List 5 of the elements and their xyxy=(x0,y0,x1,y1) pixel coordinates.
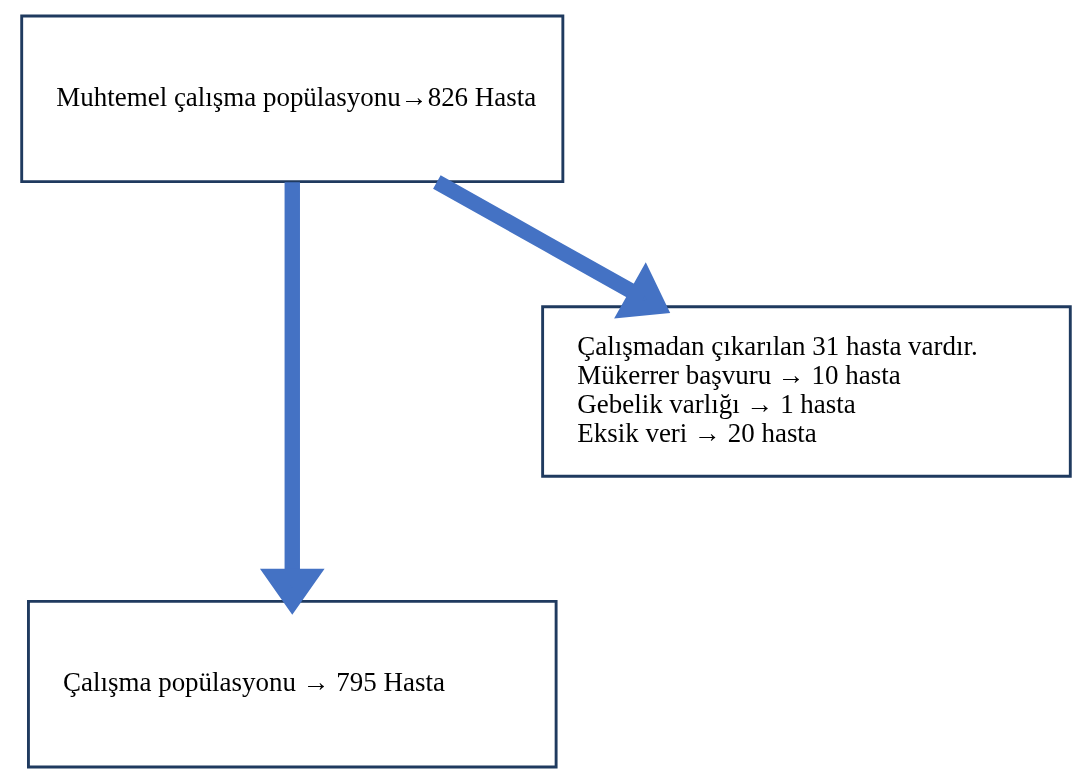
node-box: Muhtemel çalışma popülasyonu→826 Hasta xyxy=(19,14,564,184)
arrow xyxy=(432,175,670,319)
node-box: Çalışma popülasyonu → 795 Hasta xyxy=(26,599,558,769)
node-box: Çalışmadan çıkarılan 31 hasta vardır. Mükerrer başvuru → 10 hasta Gebelik varlığı → 1 hasta Eksik veri → 20 hasta xyxy=(540,305,1072,478)
arrow xyxy=(259,182,325,615)
